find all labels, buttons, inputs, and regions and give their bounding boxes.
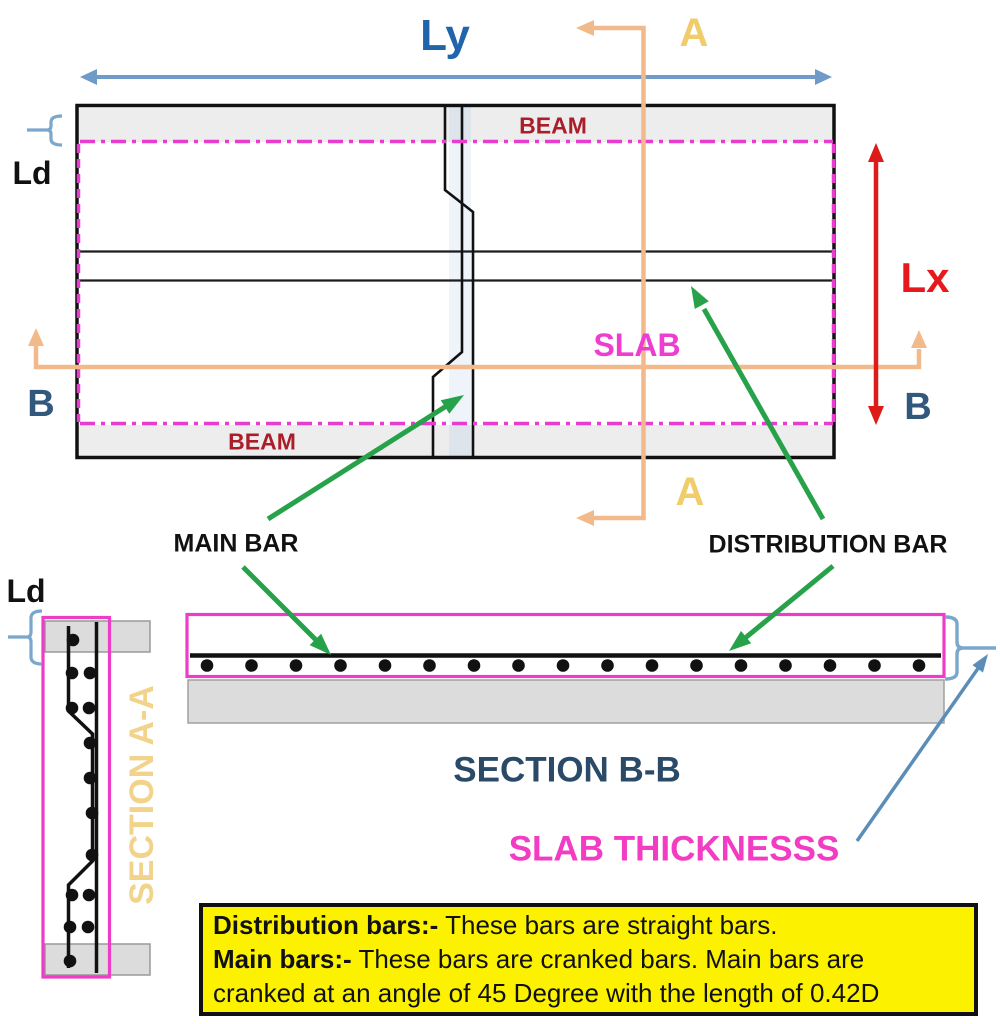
lx-dimension-label: Lx bbox=[900, 254, 950, 301]
main-bar-plan-arrow bbox=[266, 402, 450, 522]
ld-label-section-aa: Ld bbox=[6, 573, 46, 609]
section-marker-a-top: A bbox=[679, 11, 709, 55]
section-bb-support bbox=[187, 679, 945, 724]
thickness-brace-section-bb bbox=[944, 615, 996, 681]
section-marker-a-bottom: A bbox=[675, 470, 705, 514]
section-marker-b-left: B bbox=[27, 383, 55, 425]
note-line-1: Distribution bars:- These bars are strai… bbox=[213, 908, 964, 942]
section-line-b-b bbox=[33, 345, 922, 370]
slab-thickness-arrowhead bbox=[972, 654, 988, 673]
section-a-arrowhead-bottom bbox=[576, 510, 594, 526]
section-aa-title: SECTION A-A bbox=[123, 685, 161, 905]
ly-dimension-label: Ly bbox=[420, 11, 470, 60]
distribution-bar-callout-label: DISTRIBUTION BAR bbox=[708, 530, 948, 559]
section-bb-title: SECTION B-B bbox=[453, 750, 681, 790]
section-b-arrowhead-left bbox=[28, 328, 44, 346]
plan-main-bar-cranked-top bbox=[443, 107, 475, 456]
section-marker-b-right: B bbox=[904, 386, 932, 428]
beam-label-bottom: BEAM bbox=[228, 428, 296, 455]
note-line-2: Main bars:- These bars are cranked bars.… bbox=[213, 942, 964, 976]
section-a-arrowhead-top bbox=[576, 20, 594, 36]
section-line-a-a bbox=[592, 25, 646, 521]
lx-arrowhead-bottom bbox=[868, 406, 884, 425]
note-distribution-bars-term: Distribution bars:- bbox=[213, 910, 439, 940]
section-b-arrowhead-right bbox=[911, 330, 927, 348]
green-callout-arrows bbox=[241, 307, 835, 645]
note-main-bars-text: These bars are cranked bars. Main bars a… bbox=[351, 944, 865, 974]
note-main-bars-term: Main bars:- bbox=[213, 944, 352, 974]
main-bar-section-arrow bbox=[241, 565, 321, 645]
distribution-bar-section-arrow bbox=[742, 564, 835, 641]
slab-thickness-arrow bbox=[855, 665, 981, 843]
note-line-3: cranked at an angle of 45 Degree with th… bbox=[213, 976, 964, 1010]
ld-brace-section-aa bbox=[8, 609, 43, 666]
ld-brace-plan bbox=[27, 114, 63, 147]
slab-label: SLAB bbox=[593, 327, 681, 363]
plan-bottom-beam-strip bbox=[79, 425, 833, 456]
reinforcement-note-box: Distribution bars:- These bars are strai… bbox=[199, 903, 978, 1016]
beam-label-top: BEAM bbox=[519, 112, 587, 139]
slab-thickness-label: SLAB THICKNESSS bbox=[508, 829, 840, 869]
section-aa-slab-box bbox=[41, 615, 112, 979]
section-aa-distribution-bar-dots bbox=[63, 633, 99, 968]
note-distribution-bars-text: These bars are straight bars. bbox=[438, 910, 778, 940]
ly-arrowhead-left bbox=[80, 69, 97, 85]
green-arrowheads bbox=[309, 286, 752, 655]
distribution-bar-plan-arrow bbox=[701, 307, 826, 521]
note-main-bars-text-2: cranked at an angle of 45 Degree with th… bbox=[213, 978, 880, 1008]
ly-arrowhead-right bbox=[815, 69, 832, 85]
section-bb-slab-box bbox=[185, 612, 946, 679]
plan-top-beam-strip bbox=[79, 108, 833, 142]
section-bb-distribution-bar-dots bbox=[200, 659, 926, 672]
lx-arrowhead-top bbox=[868, 143, 884, 162]
main-bar-callout-label: MAIN BAR bbox=[173, 529, 299, 558]
ld-label-plan: Ld bbox=[12, 155, 52, 191]
